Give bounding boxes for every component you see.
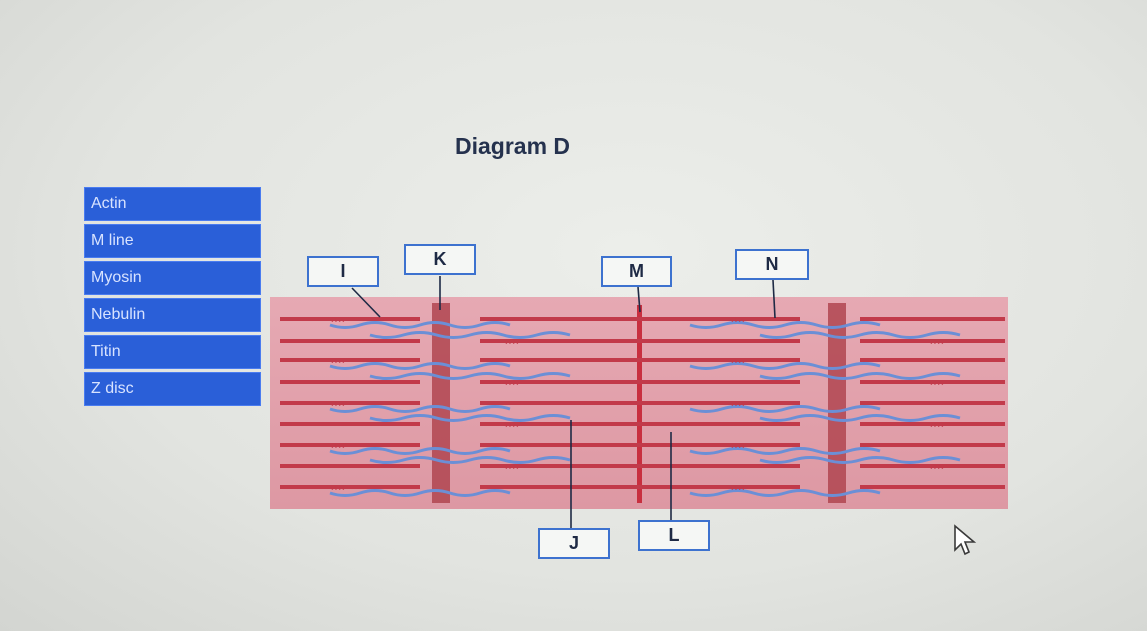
myosin-heads: ‹‹‹‹ bbox=[330, 355, 345, 367]
myosin-heads: ›››› bbox=[505, 461, 520, 473]
thin-filament bbox=[329, 362, 511, 370]
myosin-heads: ›››› bbox=[505, 336, 520, 348]
thin-filament bbox=[329, 405, 511, 413]
thin-filament bbox=[329, 489, 511, 497]
myosin-heads: ‹‹‹‹ bbox=[330, 398, 345, 410]
thin-filament bbox=[369, 331, 571, 339]
thin-filament bbox=[369, 456, 571, 464]
label-box-n[interactable]: N bbox=[735, 249, 809, 280]
label-box-i[interactable]: I bbox=[307, 256, 379, 287]
diagram-title: Diagram D bbox=[455, 133, 571, 159]
word-bank: Actin M line Myosin Nebulin Titin Z disc bbox=[84, 187, 261, 409]
label-box-m[interactable]: M bbox=[601, 256, 672, 287]
label-box-j[interactable]: J bbox=[538, 528, 610, 559]
sarcomere-illustration: ‹‹‹‹ ‹‹‹‹ ‹‹‹‹ ‹‹‹‹ ‹‹‹‹ ‹‹‹‹ ‹‹‹‹ ‹‹‹‹ ‹‹‹‹ ‹‹‹‹… bbox=[270, 297, 1008, 509]
thin-filament bbox=[329, 321, 511, 329]
word-bank-item-actin[interactable]: Actin bbox=[84, 187, 261, 221]
thin-filament bbox=[689, 362, 881, 370]
word-bank-item-titin[interactable]: Titin bbox=[84, 335, 261, 369]
thin-filament bbox=[329, 447, 511, 455]
word-bank-item-myosin[interactable]: Myosin bbox=[84, 261, 261, 295]
leader-line-n bbox=[772, 279, 776, 319]
thin-filament bbox=[369, 372, 571, 380]
word-bank-item-nebulin[interactable]: Nebulin bbox=[84, 298, 261, 332]
myosin-heads: ›››› bbox=[930, 419, 945, 431]
mouse-pointer-icon bbox=[954, 524, 977, 556]
label-box-l[interactable]: L bbox=[638, 520, 710, 551]
thin-filament bbox=[689, 447, 881, 455]
thin-filament bbox=[759, 456, 961, 464]
myosin-heads: ‹‹‹‹ bbox=[330, 440, 345, 452]
myosin-heads: ›››› bbox=[505, 419, 520, 431]
z-disc-left bbox=[432, 303, 450, 503]
thin-filament bbox=[759, 372, 961, 380]
word-bank-item-m-line[interactable]: M line bbox=[84, 224, 261, 258]
myosin-heads: ›››› bbox=[930, 377, 945, 389]
myosin-heads: ‹‹‹‹ bbox=[730, 398, 745, 410]
myosin-heads: ›››› bbox=[505, 377, 520, 389]
leader-line-i bbox=[351, 287, 381, 318]
thin-filament bbox=[689, 405, 881, 413]
myosin-heads: ‹‹‹‹ bbox=[730, 355, 745, 367]
thin-filament bbox=[759, 414, 961, 422]
thin-filament bbox=[689, 321, 881, 329]
myosin-heads: ›››› bbox=[930, 461, 945, 473]
thin-filament bbox=[689, 489, 881, 497]
thin-filament bbox=[759, 331, 961, 339]
myosin-heads: ‹‹‹‹ bbox=[330, 482, 345, 494]
myosin-heads: ‹‹‹‹ bbox=[330, 314, 345, 326]
thin-filament bbox=[369, 414, 571, 422]
myosin-heads: ‹‹‹‹ bbox=[730, 440, 745, 452]
filaments: ‹‹‹‹ ‹‹‹‹ ‹‹‹‹ ‹‹‹‹ ‹‹‹‹ ‹‹‹‹ ‹‹‹‹ ‹‹‹‹ ‹‹‹‹ ‹‹‹‹… bbox=[280, 314, 1005, 497]
label-box-k[interactable]: K bbox=[404, 244, 476, 275]
word-bank-item-z-disc[interactable]: Z disc bbox=[84, 372, 261, 406]
leader-line-m bbox=[637, 286, 641, 313]
myosin-heads: ›››› bbox=[930, 336, 945, 348]
myosin-heads: ‹‹‹‹ bbox=[730, 314, 745, 326]
myosin-heads: ‹‹‹‹ bbox=[730, 482, 745, 494]
